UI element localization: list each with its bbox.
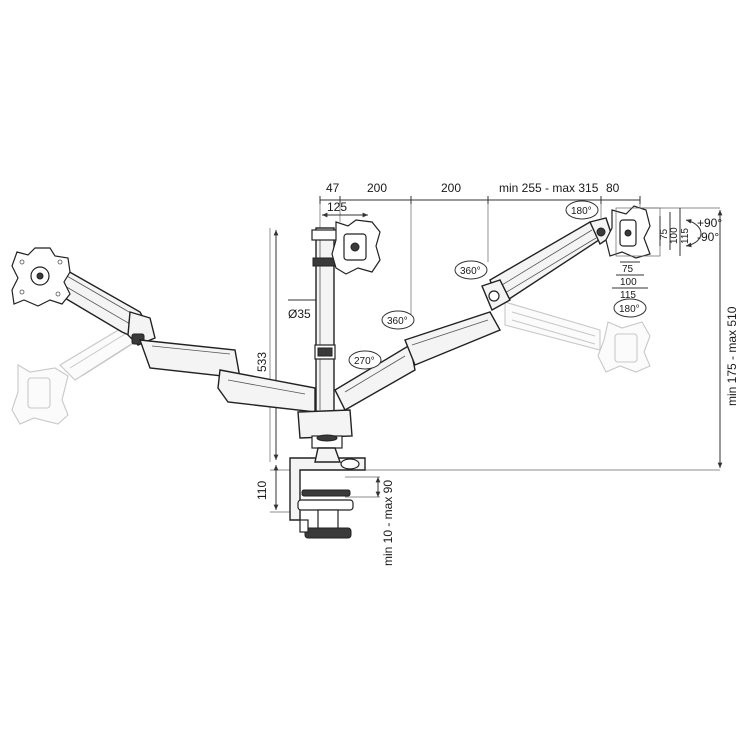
left-link-arm bbox=[138, 339, 316, 413]
ghost-right-arm bbox=[504, 301, 601, 351]
angle-270: 270° bbox=[354, 356, 375, 367]
angle-360-pole: 360° bbox=[387, 316, 408, 327]
label-vesa-100-horizontal: 100 bbox=[620, 277, 637, 288]
rotation-badge-360-arm bbox=[454, 260, 488, 280]
label-pole-diameter: Ø35 bbox=[288, 307, 311, 321]
rotation-badges bbox=[348, 200, 647, 370]
label-tilt-down: -90° bbox=[697, 230, 719, 244]
label-vesa-100-vertical: 100 bbox=[669, 227, 680, 244]
angle-360-arm: 360° bbox=[460, 266, 481, 277]
rotation-badge-360-pole bbox=[381, 310, 415, 330]
label-vesa-75-vertical: 75 bbox=[659, 228, 670, 240]
label-110: 110 bbox=[255, 481, 269, 500]
rotation-badge-270 bbox=[348, 350, 382, 370]
vesa-detail-dimensions bbox=[612, 207, 681, 289]
label-533: 533 bbox=[255, 352, 269, 372]
label-height-range: min 175 - max 510 bbox=[725, 306, 739, 406]
label-vesa-75-horizontal: 75 bbox=[622, 264, 634, 275]
label-vesa-115-horizontal: 115 bbox=[620, 290, 636, 301]
pole-base-collar bbox=[297, 409, 353, 449]
label-125: 125 bbox=[327, 200, 347, 214]
left-vesa-plate bbox=[11, 247, 71, 307]
centre-vesa-plate bbox=[331, 219, 381, 275]
angle-180-bottom: 180° bbox=[619, 304, 640, 315]
angle-180-top: 180° bbox=[571, 206, 592, 217]
label-47: 47 bbox=[326, 181, 340, 195]
tilt-arrow-icon bbox=[685, 218, 702, 248]
right-vesa-plate bbox=[605, 205, 651, 259]
ghost-right-vesa-plate bbox=[597, 321, 651, 373]
rotation-badge-180-bottom bbox=[613, 298, 647, 318]
desk-clamp bbox=[289, 447, 366, 539]
label-tilt-up: +90° bbox=[697, 216, 722, 230]
angle-labels: 180° 360° 360° 270° 180° bbox=[354, 206, 640, 367]
label-200-right: 200 bbox=[441, 181, 461, 195]
dimension-labels: 47 200 200 min 255 - max 315 80 125 533 … bbox=[255, 181, 739, 566]
label-200-left: 200 bbox=[367, 181, 387, 195]
dimension-lines bbox=[273, 196, 723, 510]
ghost-left-vesa-plate bbox=[11, 364, 69, 425]
right-link-arm bbox=[334, 311, 501, 411]
rotation-badge-180-top bbox=[565, 200, 599, 220]
label-vesa-115-vertical: 115 bbox=[680, 228, 691, 244]
label-reach: min 255 - max 315 bbox=[499, 181, 599, 195]
right-monitor-arm bbox=[481, 217, 613, 311]
label-80: 80 bbox=[606, 181, 620, 195]
label-clamp-range: min 10 - max 90 bbox=[381, 480, 395, 566]
